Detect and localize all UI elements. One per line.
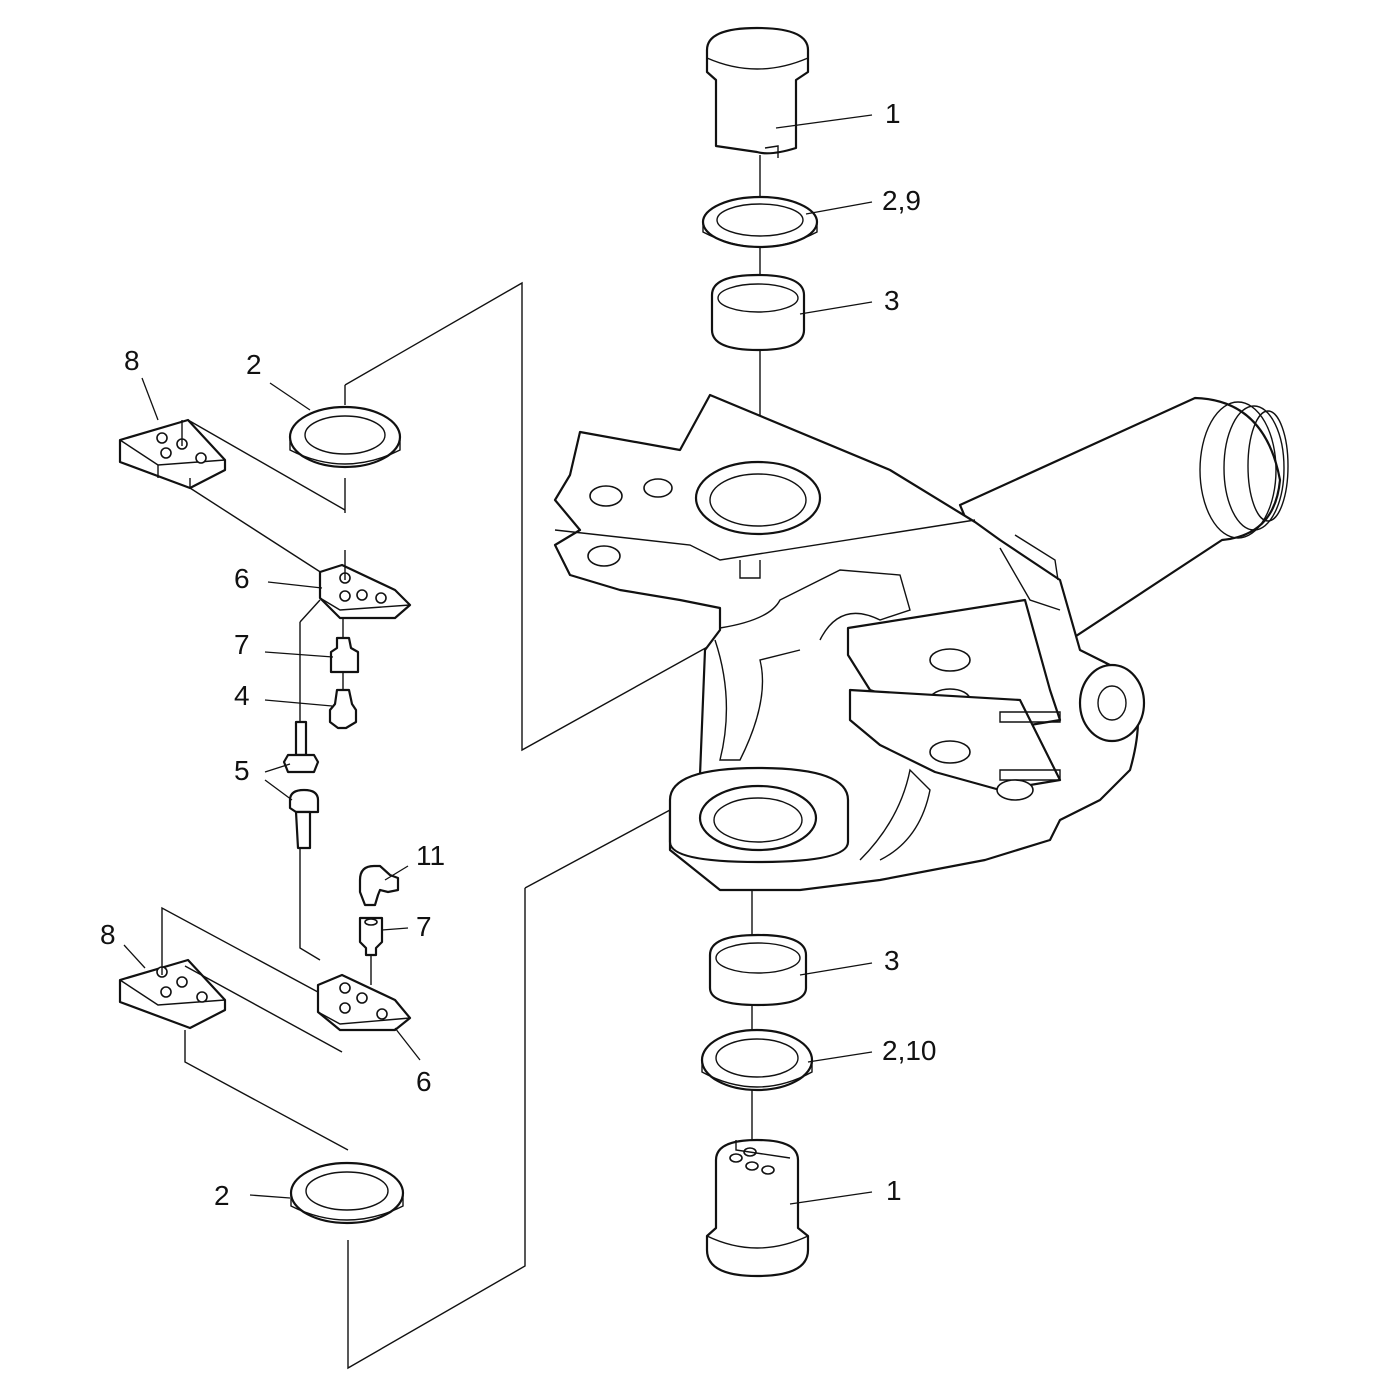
callout-upper-adapter: 7 — [234, 629, 250, 660]
bottom-pin — [705, 1138, 810, 1278]
callout-upper-ring-left: 2 — [246, 349, 262, 380]
callout-lower-bracket: 6 — [416, 1066, 432, 1097]
callout-lower-plate-left: 8 — [100, 919, 116, 950]
callout-angled-nipple: 11 — [416, 840, 445, 871]
bottom-bushing — [708, 933, 808, 1007]
lower-ring-left — [289, 1161, 405, 1225]
grease-nipple — [328, 672, 358, 730]
callout-top-bushing: 3 — [884, 285, 900, 316]
upper-adapter — [329, 618, 360, 674]
callout-top-pin: 1 — [885, 98, 901, 129]
bolts — [282, 599, 321, 961]
lower-adapter — [358, 916, 384, 985]
callout-labels: 1 2,9 3 8 2 6 7 4 5 11 7 8 6 2 3 2,10 1 — [100, 98, 937, 1211]
top-pin — [705, 26, 810, 158]
upper-ring-left — [288, 405, 402, 469]
callout-upper-bracket: 6 — [234, 563, 250, 594]
assembly-frame-lines — [344, 155, 761, 1370]
lower-plate-left — [118, 906, 349, 1151]
upper-plate-left — [118, 418, 346, 576]
axle-housing — [553, 393, 1289, 892]
callout-top-washer: 2,9 — [882, 185, 921, 216]
bottom-washer — [700, 1028, 814, 1092]
callout-bottom-bushing: 3 — [884, 945, 900, 976]
angled-nipple — [358, 864, 400, 907]
callout-bottom-pin: 1 — [886, 1175, 902, 1206]
top-washer — [701, 195, 819, 249]
upper-bracket — [318, 550, 412, 620]
callout-lower-adapter: 7 — [416, 911, 432, 942]
lower-bracket — [316, 973, 412, 1032]
callout-grease-nipple: 4 — [234, 680, 250, 711]
top-bushing — [710, 273, 806, 352]
callout-bolts: 5 — [234, 755, 250, 786]
callout-upper-plate-left: 8 — [124, 345, 140, 376]
callout-lower-ring-left: 2 — [214, 1180, 230, 1211]
leader-lines — [123, 114, 873, 1205]
callout-bottom-washer: 2,10 — [882, 1035, 937, 1066]
